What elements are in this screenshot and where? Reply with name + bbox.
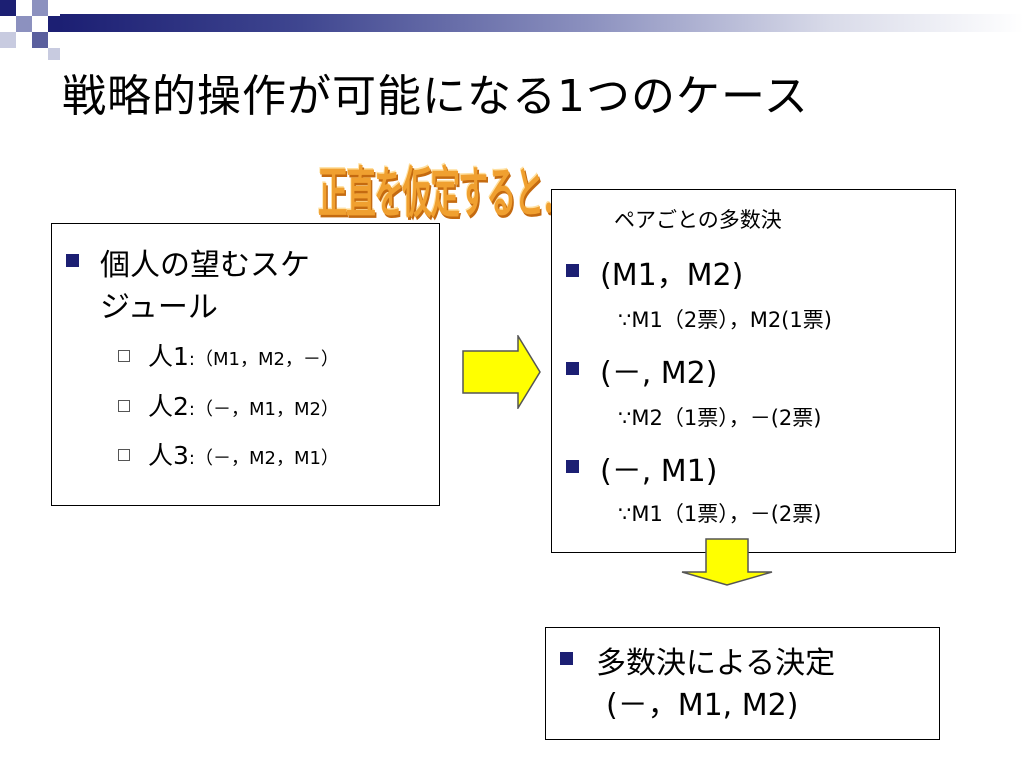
preferences-heading-line2: ジュール [100,290,218,325]
down-arrow-icon [681,538,773,586]
page-title: 戦略的操作が可能になる1つのケース [62,71,809,122]
preferences-heading-line1: 個人の望むスケ [100,248,310,283]
title-bar-gradient [60,14,1024,32]
square-bullet-icon [566,362,579,375]
pairwise-header: ペアごとの多数決 [614,208,782,232]
hollow-bullet-icon [118,449,130,461]
pair-reason: ∵M1（2票），M2(1票) [618,308,832,332]
hollow-bullet-icon [118,400,130,412]
person-prefs: :（－，M1，M2） [188,399,339,420]
preference-box: 個人の望むスケ ジュール 人1:（M1，M2，－） 人2:（－，M1，M2） 人… [51,223,440,506]
person-row: 人2:（－，M1，M2） [148,387,339,423]
result-heading: 多数決による決定 [596,646,836,681]
pair-label: (－, M1) [600,454,718,489]
result-box: 多数決による決定 (－，M1, M2) [545,627,940,740]
hollow-bullet-icon [118,350,130,362]
result-value: (－，M1, M2) [606,688,799,723]
pair-label: (－, M2) [600,356,718,391]
square-bullet-icon [560,652,573,665]
pairwise-majority-box: ペアごとの多数決 (M1，M2) ∵M1（2票），M2(1票) (－, M2) … [551,189,956,553]
square-bullet-icon [66,254,79,267]
square-bullet-icon [566,264,579,277]
person-row: 人3:（－，M2，M1） [148,436,339,472]
pair-reason: ∵M1（1票），－(2票) [618,502,822,526]
square-bullet-icon [566,460,579,473]
person-label: 人1 [148,342,189,371]
person-prefs: :（－，M2，M1） [188,448,339,469]
person-label: 人2 [148,392,189,421]
person-label: 人3 [148,441,189,470]
pair-label: (M1，M2) [600,258,744,293]
right-arrow-icon [462,335,541,409]
person-prefs: :（M1，M2，－） [188,349,339,370]
person-row: 人1:（M1，M2，－） [148,337,339,373]
pair-reason: ∵M2（1票），－(2票) [618,406,822,430]
